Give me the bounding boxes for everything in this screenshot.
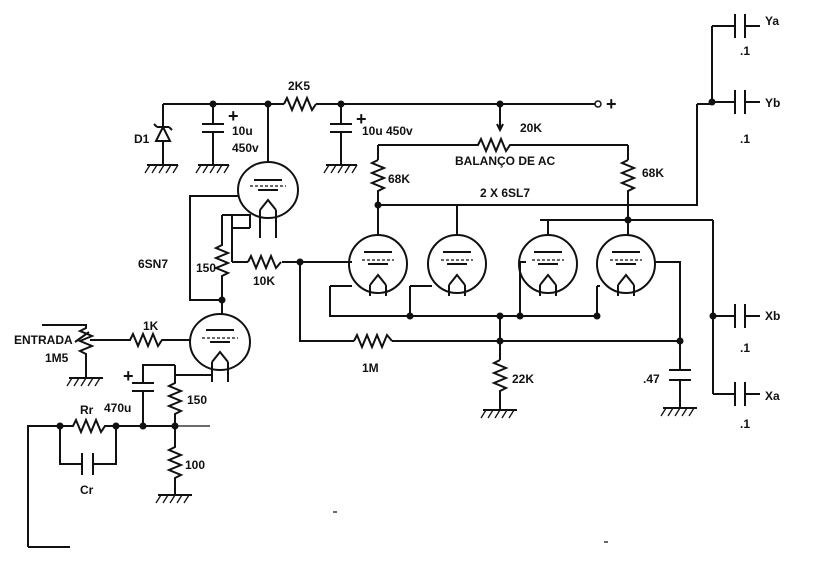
c470u-plus: + [123, 366, 134, 386]
resistor-1k [90, 331, 190, 349]
capacitor-c2 [323, 104, 358, 174]
r150-top-label: 150 [196, 261, 216, 275]
xb-label: Xb [765, 309, 780, 323]
resistor-68k-left [369, 159, 387, 209]
capacitor-xa [734, 382, 760, 406]
resistor-10k [247, 253, 282, 271]
xa-value: .1 [740, 417, 750, 431]
capacitor-ya [734, 14, 760, 38]
xb-value: .1 [740, 341, 750, 355]
input-potentiometer-1m5 [42, 324, 103, 387]
pot-1m5-label: 1M5 [45, 351, 69, 365]
ya-label: Ya [765, 14, 779, 28]
cr-label: Cr [80, 483, 94, 497]
supply-plus-label: + [606, 94, 617, 114]
c1-value-label: 10u [232, 124, 253, 138]
zener-diode-d1 [144, 123, 179, 174]
supply-rail [162, 100, 602, 127]
capacitor-c1 [195, 104, 230, 174]
r1m-label: 1M [362, 361, 379, 375]
resistor-22k [480, 359, 517, 419]
resistor-150-top [213, 214, 300, 304]
entrada-label: ENTRADA [14, 333, 73, 347]
resistor-100 [155, 426, 192, 504]
c047-label: .47 [643, 372, 660, 386]
capacitor-yb [734, 90, 760, 114]
r68k-right-label: 68K [642, 166, 664, 180]
c2-label: 10u 450v [362, 124, 413, 138]
y-output-wiring [377, 25, 735, 395]
resistor-2k5-label: 2K5 [288, 79, 310, 93]
rr-label: Rr [80, 403, 94, 417]
xa-label: Xa [765, 389, 780, 403]
yb-value: .1 [740, 132, 750, 146]
feedback-network [27, 417, 179, 548]
resistor-68k-right [619, 159, 637, 224]
resistor-1m [353, 332, 393, 350]
tube-6sn7-label: 6SN7 [138, 257, 168, 271]
r10k-label: 10K [253, 274, 275, 288]
supply-terminal [594, 100, 602, 108]
c470u-label: 470u [104, 401, 131, 415]
capacitor-xb [734, 304, 760, 328]
stray-marks [333, 511, 608, 543]
tube-6sl7-2 [427, 234, 487, 296]
r100-label: 100 [185, 458, 205, 472]
tube-6sl7-3 [518, 234, 578, 296]
c1-plus: + [228, 106, 239, 126]
tube-6sl7-1 [348, 234, 408, 296]
potentiometer-20k-balance [377, 104, 629, 160]
r68k-left-label: 68K [388, 172, 410, 186]
resistor-2k5 [283, 95, 317, 113]
yb-label: Yb [765, 96, 780, 110]
d1-label: D1 [134, 132, 150, 146]
capacitor-047 [660, 341, 697, 417]
balance-label: BALANÇO DE AC [455, 154, 556, 168]
tube-6sl7-4 [596, 234, 656, 296]
resistor-150-bottom [166, 365, 184, 426]
r22k-label: 22K [512, 372, 534, 386]
tube-6sn7-upper [189, 104, 299, 301]
ya-value: .1 [740, 44, 750, 58]
pot-20k-label: 20K [520, 121, 542, 135]
r150-bottom-label: 150 [187, 393, 207, 407]
tubes-6sl7-label: 2 X 6SL7 [480, 186, 530, 200]
r1k-label: 1K [143, 319, 159, 333]
c2-plus: + [356, 109, 367, 129]
capacitor-470u [132, 364, 175, 426]
6sl7-grid-cathode-wiring [296, 258, 684, 360]
c1-voltage-label: 450v [232, 141, 259, 155]
